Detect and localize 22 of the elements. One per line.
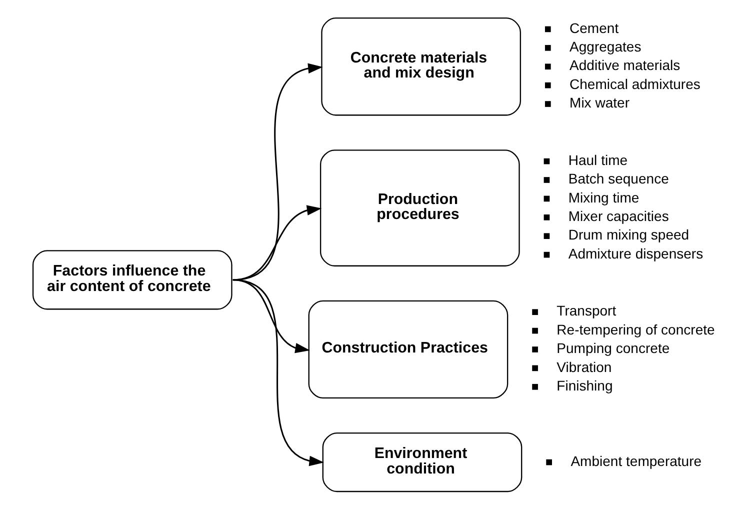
node-label: Aggregates <box>570 38 642 55</box>
node-label: Batch sequence <box>568 170 669 187</box>
node-label: Haul time <box>568 152 628 168</box>
node-label: Admixture dispensers <box>568 245 704 262</box>
node-label: Pumping concrete <box>556 340 670 356</box>
node-label: Re-tempering of concrete <box>556 321 715 338</box>
node-label: Transport <box>556 302 616 319</box>
node-label: Mixing time <box>568 189 640 206</box>
arrow <box>232 63 323 281</box>
node-label: Chemical admixtures <box>570 76 700 92</box>
arrow <box>232 279 310 354</box>
arrow <box>232 279 324 466</box>
node-box: Factors influence the air content of concrete <box>32 250 232 310</box>
arrow <box>232 205 322 281</box>
node-label: Mixer capacities <box>568 208 669 224</box>
node-label: Drum mixing speed <box>568 226 690 243</box>
node-label: Ambient temperature <box>570 452 702 469</box>
node-label: Finishing <box>556 377 613 394</box>
node-label: Additive materials <box>570 57 680 74</box>
node-label: Cement <box>570 20 619 36</box>
node-label: Vibration <box>556 358 612 375</box>
node-label: Mix water <box>570 94 630 111</box>
